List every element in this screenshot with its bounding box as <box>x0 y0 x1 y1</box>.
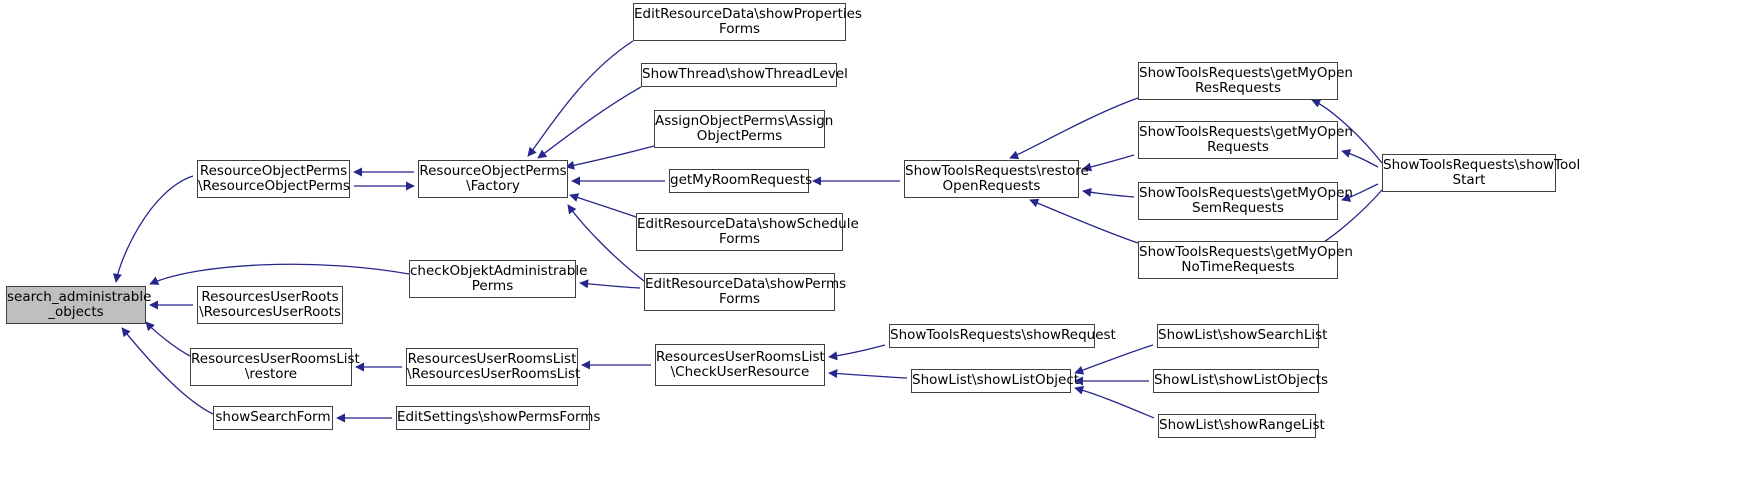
graph-edge-n22-to-n13 <box>828 344 886 361</box>
graph-edge-n18-to-n16 <box>1082 154 1135 172</box>
graph-node-n15[interactable]: EditSettings\showPermsForms <box>396 406 601 430</box>
graph-node-n25[interactable]: ShowList\showListObjects <box>1153 369 1329 393</box>
graph-node-label: search_administrable _objects <box>7 288 152 320</box>
graph-node-label: ResourcesUserRoots \ResourcesUserRoots <box>199 288 341 320</box>
graph-node-n16[interactable]: ShowToolsRequests\restore OpenRequests <box>904 160 1089 198</box>
graph-node-label: AssignObjectPerms\Assign ObjectPerms <box>655 112 834 144</box>
graph-edge-n1-to-n0 <box>112 175 194 283</box>
graph-node-label: ShowToolsRequests\getMyOpen ResRequests <box>1139 64 1353 96</box>
graph-node-n4[interactable]: ShowThread\showThreadLevel <box>641 63 848 87</box>
graph-node-label: checkObjektAdministrable Perms <box>410 262 588 294</box>
graph-node-n12[interactable]: ResourcesUserRoomsList \ResourcesUserRoo… <box>406 348 581 386</box>
graph-node-label: ShowToolsRequests\getMyOpen Requests <box>1139 123 1353 155</box>
graph-node-n3[interactable]: EditResourceData\showProperties Forms <box>633 3 862 41</box>
graph-edge-n9-to-n8 <box>579 279 641 289</box>
graph-edge-n24-to-n23 <box>1074 344 1154 375</box>
graph-node-n1[interactable]: ResourceObjectPerms \ResourceObjectPerms <box>197 160 350 198</box>
graph-node-n26[interactable]: ShowList\showRangeList <box>1158 414 1325 438</box>
graph-node-n19[interactable]: ShowToolsRequests\getMyOpen SemRequests <box>1138 182 1353 220</box>
graph-node-n8[interactable]: checkObjektAdministrable Perms <box>409 260 588 298</box>
graph-node-label: ShowThread\showThreadLevel <box>642 66 848 83</box>
graph-node-n18[interactable]: ShowToolsRequests\getMyOpen Requests <box>1138 121 1353 159</box>
graph-edge-n5-to-n2 <box>565 145 655 170</box>
graph-node-n20[interactable]: ShowToolsRequests\getMyOpen NoTimeReques… <box>1138 241 1353 279</box>
graph-node-n13[interactable]: ResourcesUserRoomsList \CheckUserResourc… <box>655 344 825 386</box>
graph-node-n7[interactable]: EditResourceData\showSchedule Forms <box>636 213 859 251</box>
graph-node-n2[interactable]: ResourceObjectPerms \Factory <box>418 160 568 198</box>
graph-edge-n11-to-n0 <box>145 321 191 357</box>
graph-edge-n19-to-n16 <box>1082 187 1135 198</box>
graph-node-label: ResourceObjectPerms \Factory <box>419 162 567 194</box>
graph-node-n24[interactable]: ShowList\showSearchList <box>1157 324 1328 348</box>
graph-edge-n26-to-n23 <box>1074 385 1155 419</box>
graph-node-label: EditResourceData\showPerms Forms <box>645 275 847 307</box>
graph-node-label: ResourceObjectPerms \ResourceObjectPerms <box>198 162 350 194</box>
graph-node-label: ShowList\showSearchList <box>1158 327 1328 344</box>
graph-node-n14[interactable]: showSearchForm <box>213 406 333 430</box>
graph-node-n17[interactable]: ShowToolsRequests\getMyOpen ResRequests <box>1138 62 1353 100</box>
graph-node-label: ResourcesUserRoomsList \CheckUserResourc… <box>656 348 825 380</box>
graph-node-label: EditSettings\showPermsForms <box>397 409 601 426</box>
graph-node-label: ShowToolsRequests\getMyOpen NoTimeReques… <box>1139 243 1353 275</box>
graph-node-label: ShowList\showRangeList <box>1159 417 1325 434</box>
graph-node-label: EditResourceData\showSchedule Forms <box>637 215 859 247</box>
graph-node-label: ShowToolsRequests\getMyOpen SemRequests <box>1139 184 1353 216</box>
graph-node-label: ShowToolsRequests\showRequest <box>890 327 1116 344</box>
graph-node-label: showSearchForm <box>215 409 331 426</box>
graph-node-label: ResourcesUserRoomsList \ResourcesUserRoo… <box>407 350 581 382</box>
graph-edge-n23-to-n13 <box>828 368 908 379</box>
graph-edge-n7-to-n2 <box>569 193 637 218</box>
graph-node-label: EditResourceData\showProperties Forms <box>634 5 862 37</box>
graph-node-n9[interactable]: EditResourceData\showPerms Forms <box>644 273 847 311</box>
graph-edge-n20-to-n16 <box>1029 198 1139 244</box>
graph-node-n5[interactable]: AssignObjectPerms\Assign ObjectPerms <box>654 110 834 148</box>
graph-node-label: getMyRoomRequests <box>670 172 813 189</box>
graph-edge-n21-to-n18 <box>1341 149 1379 168</box>
graph-node-n23[interactable]: ShowList\showListObject <box>911 369 1080 393</box>
graph-node-label: ShowToolsRequests\restore OpenRequests <box>905 162 1089 194</box>
graph-node-n0[interactable]: search_administrable _objects <box>6 286 152 324</box>
graph-node-n22[interactable]: ShowToolsRequests\showRequest <box>889 324 1116 348</box>
graph-node-n21[interactable]: ShowToolsRequests\showTool Start <box>1382 154 1581 192</box>
graph-node-label: ShowToolsRequests\showTool Start <box>1383 156 1581 188</box>
graph-node-label: ResourcesUserRoomsList \restore <box>191 350 360 382</box>
graph-edge-n3-to-n2 <box>527 40 634 157</box>
graph-node-label: ShowList\showListObject <box>912 372 1080 389</box>
graph-node-label: ShowList\showListObjects <box>1154 372 1329 389</box>
graph-node-n6[interactable]: getMyRoomRequests <box>669 169 813 193</box>
graph-edge-n4-to-n2 <box>537 86 642 159</box>
graph-edge-n17-to-n16 <box>1009 97 1139 160</box>
graph-node-n10[interactable]: ResourcesUserRoots \ResourcesUserRoots <box>197 286 343 324</box>
graph-edge-n8-to-n0 <box>149 263 410 285</box>
graph-node-n11[interactable]: ResourcesUserRoomsList \restore <box>190 348 360 386</box>
